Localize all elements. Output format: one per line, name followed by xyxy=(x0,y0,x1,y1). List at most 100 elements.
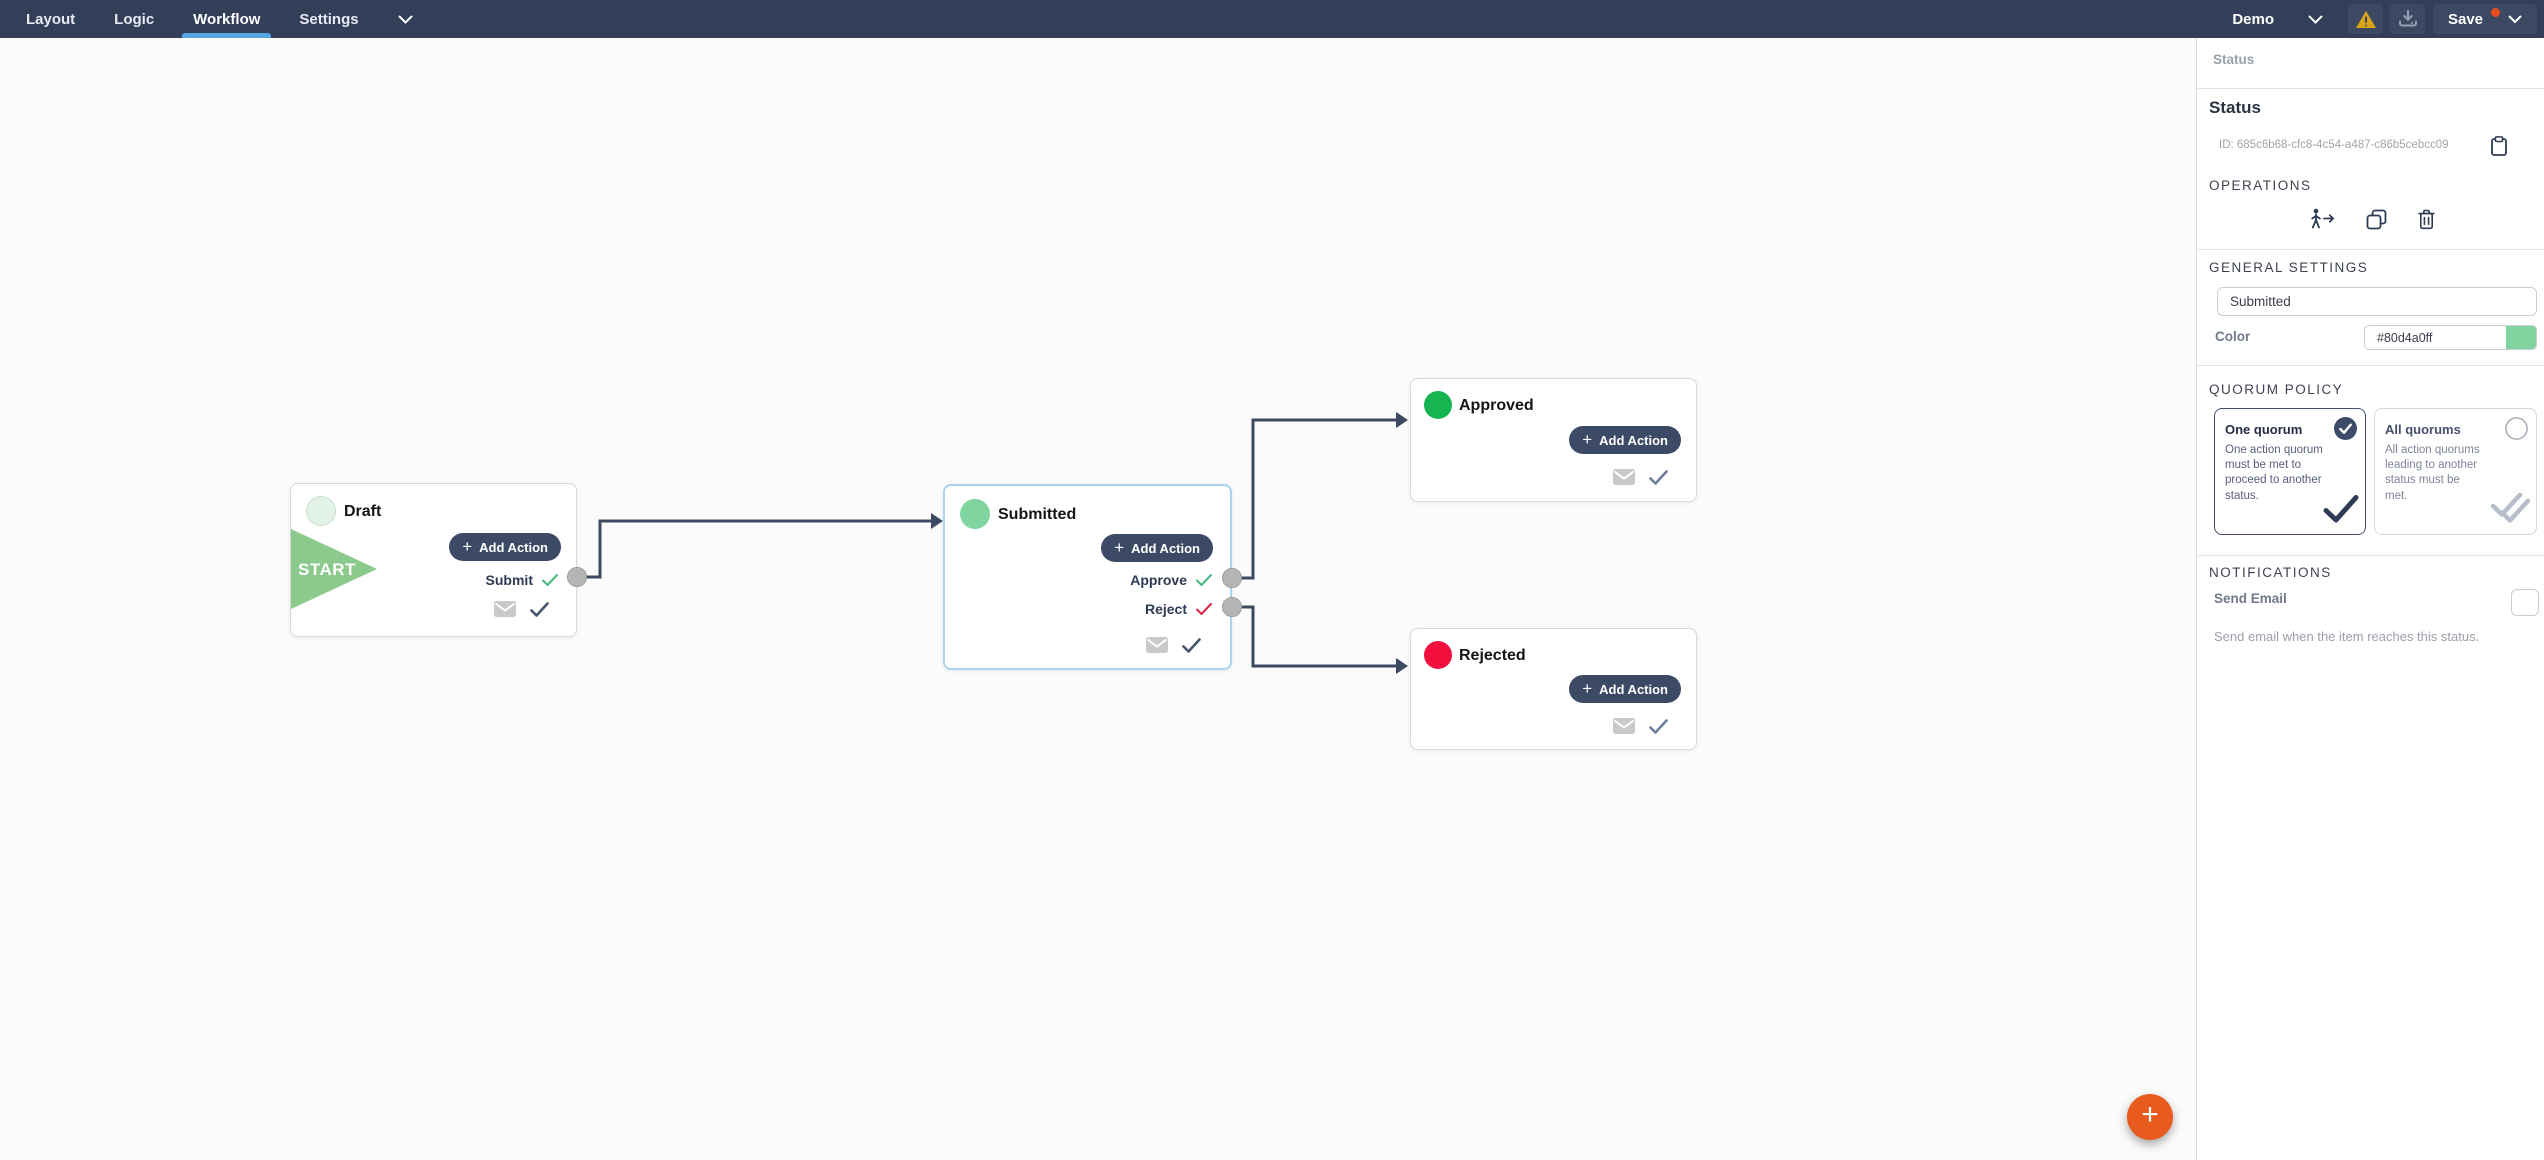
connector-handle-reject[interactable] xyxy=(1222,597,1242,617)
action-row-approve[interactable]: Approve xyxy=(1130,569,1212,591)
color-swatch[interactable] xyxy=(2506,326,2536,349)
add-action-button[interactable]: + Add Action xyxy=(1101,534,1213,562)
single-check-icon xyxy=(2323,495,2359,528)
node-footer-icons xyxy=(1613,469,1668,485)
project-dropdown-button[interactable] xyxy=(2308,15,2323,24)
connector-handle-approve[interactable] xyxy=(1222,568,1242,588)
action-row-submit[interactable]: Submit xyxy=(486,569,558,591)
status-color-dot xyxy=(306,496,336,526)
chevron-down-icon xyxy=(398,15,413,24)
tab-settings[interactable]: Settings xyxy=(299,0,358,38)
download-icon xyxy=(2398,10,2417,27)
topbar-right-cluster: Demo xyxy=(2232,4,2537,34)
add-action-button[interactable]: + Add Action xyxy=(1569,426,1681,454)
email-icon xyxy=(1613,718,1635,734)
plus-icon: + xyxy=(1582,429,1593,449)
divider xyxy=(2197,88,2544,89)
status-node-draft[interactable]: Draft START + Add Action Submit xyxy=(290,483,577,637)
operations-buttons xyxy=(2197,206,2544,232)
status-settings-panel: Status Status ID: 685c6b68-cfc8-4c54-a48… xyxy=(2196,38,2544,1160)
make-transition-button[interactable] xyxy=(2305,206,2337,232)
import-button[interactable] xyxy=(2390,4,2425,34)
plus-icon: + xyxy=(462,536,473,556)
action-row-reject[interactable]: Reject xyxy=(1145,598,1212,620)
general-settings-header: GENERAL SETTINGS xyxy=(2209,260,2369,275)
divider xyxy=(2197,555,2544,556)
panel-title: Status xyxy=(2209,98,2261,117)
quorum-check-icon xyxy=(1182,637,1201,653)
start-flag-label: START xyxy=(298,560,356,579)
connector-line-submitted-rejected xyxy=(1232,605,1398,668)
operations-header: OPERATIONS xyxy=(2209,178,2312,193)
chevron-down-icon xyxy=(2308,15,2323,24)
divider xyxy=(2197,365,2544,366)
connector-handle-submit[interactable] xyxy=(567,567,587,587)
send-email-checkbox[interactable] xyxy=(2511,589,2539,616)
send-email-help-text: Send email when the item reaches this st… xyxy=(2214,629,2480,644)
add-status-button[interactable]: + xyxy=(2127,1094,2173,1140)
plus-icon: + xyxy=(2141,1098,2159,1131)
node-footer-icons xyxy=(1613,718,1668,734)
quorum-option-one-quorum[interactable]: One quorum One action quorum must be met… xyxy=(2214,408,2366,535)
workflow-canvas[interactable]: Draft START + Add Action Submit xyxy=(0,38,2196,1160)
quorum-option-all-quorums[interactable]: All quorums All action quorums leading t… xyxy=(2374,408,2537,535)
divider xyxy=(2197,249,2544,250)
send-email-label: Send Email xyxy=(2214,591,2287,606)
action-label: Submit xyxy=(485,572,533,588)
node-title: Submitted xyxy=(998,506,1077,523)
chevron-down-icon xyxy=(2508,15,2522,23)
start-flag: START xyxy=(291,529,377,609)
email-icon xyxy=(1146,637,1168,653)
quorum-option-description: All action quorums leading to another st… xyxy=(2385,444,2480,502)
status-node-submitted[interactable]: Submitted + Add Action Approve Reject xyxy=(943,484,1232,670)
quorum-check-icon xyxy=(1649,718,1668,734)
status-node-approved[interactable]: Approved + Add Action xyxy=(1410,378,1697,502)
start-triangle-icon xyxy=(291,529,377,609)
duplicate-status-button[interactable] xyxy=(2364,207,2389,232)
quorum-policy-header: QUORUM POLICY xyxy=(2209,382,2344,397)
add-action-label: Add Action xyxy=(1131,540,1200,556)
quorum-option-title: One quorum xyxy=(2225,422,2303,437)
more-tabs-button[interactable] xyxy=(398,0,413,38)
node-footer-icons xyxy=(1146,637,1201,653)
copy-id-button[interactable] xyxy=(2489,134,2509,161)
color-hex-input[interactable] xyxy=(2365,330,2506,345)
quorum-option-title: All quorums xyxy=(2385,422,2461,437)
duplicate-icon xyxy=(2366,209,2387,229)
add-action-label: Add Action xyxy=(1599,432,1668,448)
tab-layout[interactable]: Layout xyxy=(26,0,75,38)
color-field xyxy=(2364,325,2537,350)
panel-type-label: Status xyxy=(2213,52,2255,67)
warnings-button[interactable] xyxy=(2348,4,2383,34)
action-label: Approve xyxy=(1130,572,1187,588)
tab-logic[interactable]: Logic xyxy=(114,0,154,38)
tab-workflow[interactable]: Workflow xyxy=(182,0,272,38)
node-footer-icons xyxy=(494,601,549,617)
add-action-label: Add Action xyxy=(1599,681,1668,697)
email-icon xyxy=(1613,469,1635,485)
radio-selected-icon xyxy=(2334,417,2357,445)
check-icon xyxy=(1196,574,1212,586)
top-navigation-bar: Layout Logic Workflow Settings Demo xyxy=(0,0,2544,38)
quorum-check-icon xyxy=(530,601,549,617)
connector-line-submitted-approved xyxy=(1232,418,1398,580)
arrowhead-icon xyxy=(1396,412,1408,428)
save-button[interactable]: Save xyxy=(2433,4,2537,34)
add-action-button[interactable]: + Add Action xyxy=(1569,675,1681,703)
project-name: Demo xyxy=(2232,10,2274,28)
plus-icon: + xyxy=(1114,537,1125,557)
action-label: Reject xyxy=(1144,601,1187,617)
color-label: Color xyxy=(2215,329,2251,344)
status-node-rejected[interactable]: Rejected + Add Action xyxy=(1410,628,1697,750)
arrowhead-icon xyxy=(1396,658,1408,674)
node-title: Draft xyxy=(344,503,382,520)
connector-line-draft-submitted xyxy=(577,519,933,579)
add-action-button[interactable]: + Add Action xyxy=(449,533,561,561)
status-name-input[interactable] xyxy=(2217,287,2537,316)
radio-unselected-icon xyxy=(2505,417,2528,445)
tab-logic-label: Logic xyxy=(114,10,155,28)
tab-workflow-label: Workflow xyxy=(193,10,261,28)
active-tab-underline xyxy=(182,33,272,38)
delete-status-button[interactable] xyxy=(2416,207,2437,232)
